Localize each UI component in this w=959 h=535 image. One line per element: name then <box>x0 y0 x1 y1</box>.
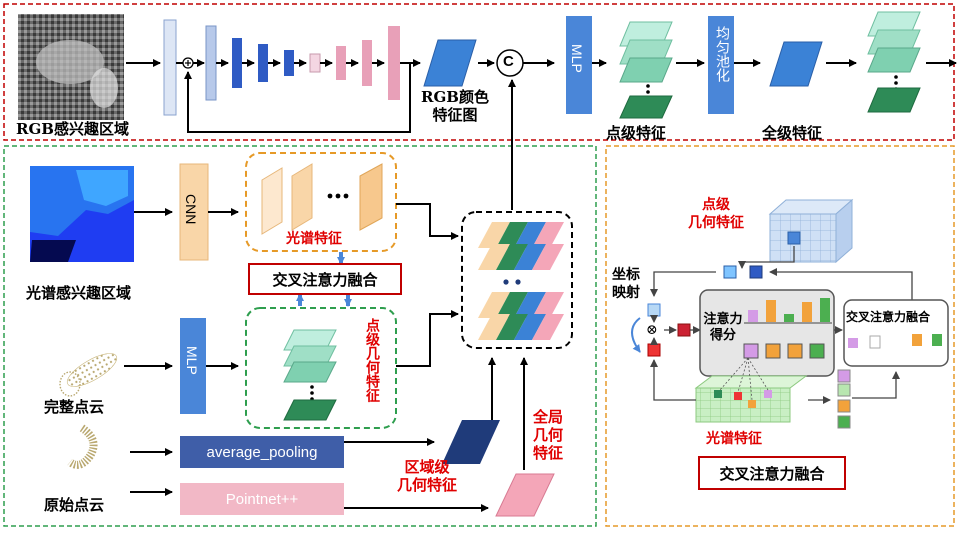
mini-cube <box>723 265 737 279</box>
global-geo-label: 全局 几何 特征 <box>528 408 568 462</box>
mini-cube <box>647 303 661 317</box>
coord-map-line2: 映射 <box>612 285 640 301</box>
unet-bar <box>336 46 346 80</box>
unet-bar <box>284 50 294 76</box>
point-geo-grid-cube <box>768 198 854 264</box>
coord-map-line1: 坐标 <box>612 267 640 283</box>
rgb-roi-label: RGB感兴趣区域 <box>16 120 129 138</box>
cube-column <box>837 369 851 429</box>
unet-bar <box>232 38 242 88</box>
geo-mlp-block <box>180 318 206 414</box>
fusion-spectral-label: 光谱特征 <box>706 431 762 447</box>
attention-score-line1: 注意力 <box>703 312 743 327</box>
global-geo-line3: 特征 <box>532 444 563 462</box>
attention-score-label: 注意力 得分 <box>700 312 746 344</box>
otimes-symbol: ⊗ <box>646 322 658 338</box>
cross-attn-mini-label: 交叉注意力融合 <box>846 310 931 324</box>
unet-bar <box>388 26 400 100</box>
point-features-label: 点级特征 <box>606 124 667 142</box>
cross-attn-mini-box <box>843 299 949 367</box>
spectral-roi-label: 光谱感兴趣区域 <box>26 284 132 302</box>
avg-pool-block <box>708 16 734 114</box>
fusion-point-geo-line2: 几何特征 <box>688 215 744 231</box>
fusion-point-geo-label: 点级 几何特征 <box>676 196 756 232</box>
concat-symbol: C <box>503 53 514 70</box>
unet-bar <box>258 44 268 82</box>
fused-stack <box>478 222 564 340</box>
complete-cloud-label: 完整点云 <box>44 398 105 416</box>
rgb-feature-map <box>423 39 477 87</box>
global-geo-line1: 全局 <box>532 408 563 426</box>
fusion-point-geo-line1: 点级 <box>702 197 730 213</box>
rgb-branch-frame <box>3 3 955 141</box>
global-features-label: 全级特征 <box>762 124 823 142</box>
rgb-feature-map-line2: 特征图 <box>432 106 478 124</box>
region-geo-label: 区域级 几何特征 <box>390 458 464 494</box>
complete-cloud-image <box>59 353 118 397</box>
spectral-green-grid <box>694 375 808 423</box>
unet-bar <box>309 53 321 73</box>
fused-features-box <box>461 211 573 349</box>
global-geo-plane <box>495 473 555 517</box>
raw-cloud-image <box>67 424 98 469</box>
spectral-branch-frame <box>3 145 597 527</box>
fusion-title-box: 交叉注意力融合 <box>698 456 846 490</box>
region-geo-line1: 区域级 <box>404 458 450 476</box>
cross-attention-box: 交叉注意力融合 <box>248 263 402 295</box>
region-geo-plane <box>442 420 500 464</box>
point-geo-stack <box>283 329 337 421</box>
cnn-block <box>179 163 209 261</box>
unet-bar <box>205 25 217 101</box>
mini-cube <box>647 343 661 357</box>
rgb-mlp-label: MLP <box>569 44 585 73</box>
spectral-features-box <box>245 152 397 252</box>
global-feature-plane <box>769 41 823 87</box>
mini-cube <box>677 323 691 337</box>
rgb-mlp-block <box>566 16 592 114</box>
region-geo-line2: 几何特征 <box>396 476 457 494</box>
geo-mlp-label: MLP <box>184 346 200 375</box>
pointnet-label: Pointnet++ <box>225 490 299 508</box>
unet-bar <box>362 40 372 86</box>
coord-map-label: 坐标 映射 <box>612 266 652 302</box>
average-pooling-bar <box>180 436 344 468</box>
point-features-stack <box>619 21 673 119</box>
rgb-feature-map-label: RGB颜色 特征图 <box>416 88 494 124</box>
point-geo-features-box <box>245 307 397 429</box>
rgb-feature-map-line1: RGB颜色 <box>421 88 489 106</box>
average-pooling-label: average_pooling <box>206 443 318 461</box>
mini-cube <box>749 265 763 279</box>
avg-pool-label: 均匀池化 <box>714 26 730 82</box>
fusion-panel-frame <box>605 145 955 527</box>
cnn-label: CNN <box>183 194 199 225</box>
point-geo-features-label: 点级几何特征 <box>364 318 380 402</box>
encoder-input-bar <box>163 19 177 116</box>
pointnet-bar <box>180 483 344 515</box>
spectral-features-label: 光谱特征 <box>286 231 342 247</box>
global-geo-line2: 几何 <box>532 426 563 444</box>
global-features-stack <box>867 11 921 113</box>
attention-score-line2: 得分 <box>709 328 736 343</box>
raw-cloud-label: 原始点云 <box>44 496 105 514</box>
